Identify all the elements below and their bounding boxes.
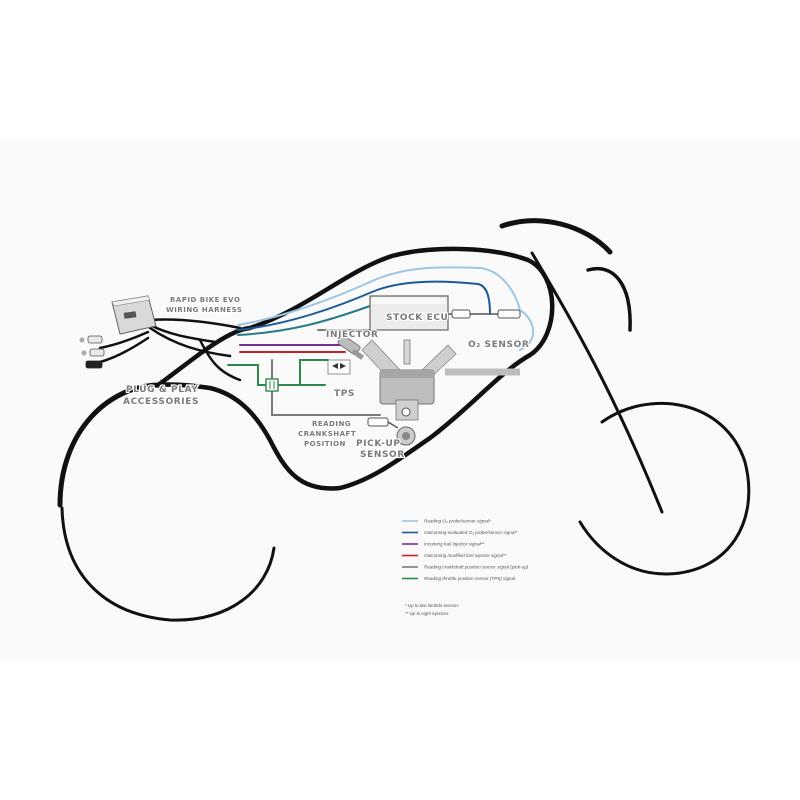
injector-label: INJECTOR bbox=[326, 330, 379, 340]
diagram-labels: RAPID BIKE EVO WIRING HARNESS PLUG & PLA… bbox=[122, 295, 530, 461]
plug-pin-icon bbox=[81, 350, 87, 356]
wire-o2-output bbox=[237, 280, 491, 331]
module-label-icon bbox=[123, 311, 137, 319]
reading-position-label-line1: READING bbox=[312, 420, 351, 428]
injector-icon bbox=[337, 334, 365, 360]
engine-illustration bbox=[361, 339, 520, 421]
front-fairing bbox=[499, 218, 613, 255]
pickup-sensor-label-line1: PICK-UP bbox=[356, 439, 401, 449]
plug-pin-icon bbox=[79, 337, 85, 343]
legend-label: Incoming fuel injector signal** bbox=[424, 542, 484, 547]
rapid-bike-module bbox=[111, 295, 157, 335]
accessories-label-line1: PLUG & PLAY bbox=[126, 385, 198, 395]
footnotes: * Up to two lambda sensors ** Up to eigh… bbox=[405, 603, 459, 616]
footnote-2: ** Up to eight injectors bbox=[405, 611, 449, 616]
headlight bbox=[586, 266, 632, 332]
reading-position-label-line3: POSITION bbox=[304, 440, 346, 448]
connector-icon bbox=[451, 309, 471, 319]
tps-label: TPS bbox=[334, 389, 355, 399]
stock-ecu-box bbox=[369, 295, 449, 331]
pickup-sensor-label-line2: SENSOR bbox=[360, 450, 405, 460]
plug-icon bbox=[85, 360, 103, 369]
front-fork bbox=[530, 251, 664, 514]
front-wheel bbox=[578, 401, 751, 576]
footnote-1: * Up to two lambda sensors bbox=[405, 603, 459, 608]
signal-wires bbox=[227, 266, 535, 416]
wire-teal bbox=[237, 305, 371, 336]
harness-bundle bbox=[98, 318, 242, 382]
legend-label: Reading O₂ probe/sensor signal* bbox=[424, 519, 491, 524]
wire-tps-branch bbox=[299, 359, 329, 386]
rear-fender bbox=[57, 382, 163, 508]
accessory-plugs bbox=[79, 335, 105, 369]
spark-plug-icon bbox=[403, 339, 411, 365]
connector-icon bbox=[497, 309, 521, 319]
bike-body-loop bbox=[149, 246, 555, 491]
legend-label: Outcoming evaluated O₂ probe/sensor sign… bbox=[424, 530, 517, 535]
rear-wheel bbox=[60, 506, 276, 622]
motorcycle-outline bbox=[57, 218, 751, 622]
legend-label: Outcoming modified fuel injector signal*… bbox=[424, 553, 507, 558]
reading-position-label-line2: CRANKSHAFT bbox=[298, 430, 356, 438]
harness-label-line2: WIRING HARNESS bbox=[166, 306, 242, 314]
legend-label: Reading crankshaft position sensor signa… bbox=[424, 565, 529, 570]
pickup-sensor-icon bbox=[367, 417, 416, 446]
wire-tps bbox=[227, 364, 326, 386]
o2-connectors bbox=[448, 309, 521, 319]
wire-o2-reading bbox=[237, 266, 535, 351]
legend-label: Reading throttle position sensor (TPS) s… bbox=[424, 576, 516, 581]
tps-sensor-icon bbox=[327, 359, 351, 375]
stock-ecu-label: STOCK ECU bbox=[386, 313, 448, 323]
tps-connector bbox=[265, 378, 279, 392]
connector-icon bbox=[367, 417, 389, 427]
plug-icon bbox=[89, 348, 105, 357]
harness-label-line1: RAPID BIKE EVO bbox=[170, 296, 240, 304]
legend: Reading O₂ probe/sensor signal* Outcoming… bbox=[402, 519, 529, 581]
plug-icon bbox=[87, 335, 103, 344]
accessories-label-line2: ACCESSORIES bbox=[123, 397, 199, 407]
o2-sensor-label: O₂ SENSOR bbox=[468, 340, 529, 350]
